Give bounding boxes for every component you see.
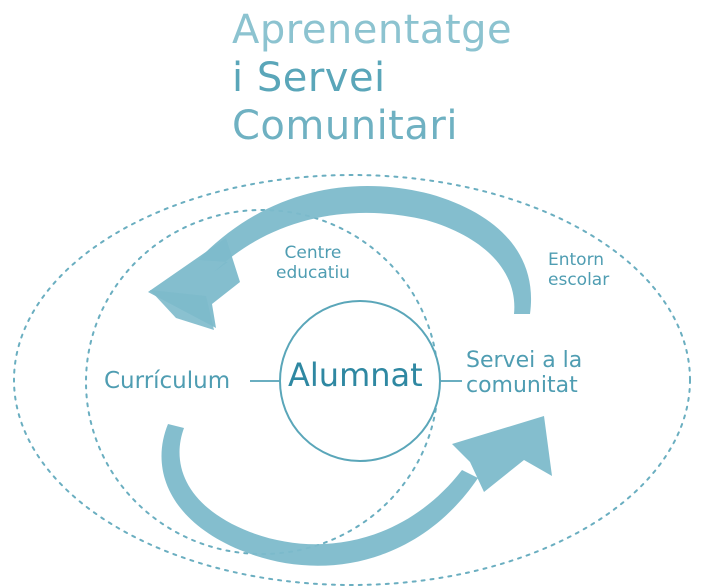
center-circle: [279, 300, 441, 462]
service-label-line2: comunitat: [466, 373, 578, 398]
center-label: Alumnat: [288, 356, 423, 394]
service-label: Servei a la comunitat: [466, 348, 582, 398]
bottom-cycle-arrow: [161, 416, 552, 566]
inner-ring-label-line1: Centre: [284, 243, 342, 263]
service-label-line1: Servei a la: [466, 348, 583, 373]
outer-ring-label: Entorn escolar: [548, 250, 609, 290]
title-line-1: Aprenentatge: [232, 7, 513, 53]
outer-ring-label-line2: escolar: [548, 270, 610, 290]
title-line-2: i Servei: [232, 55, 386, 101]
outer-ring-label-line1: Entorn: [548, 250, 605, 270]
inner-ring-label: Centre educatiu: [276, 243, 350, 283]
inner-ring-label-line2: educatiu: [276, 263, 350, 283]
title-line-3: Comunitari: [232, 103, 458, 149]
outer-ring-entorn-escolar: [13, 174, 691, 586]
top-cycle-arrow: [148, 185, 532, 330]
curriculum-label: Currículum: [104, 368, 231, 394]
